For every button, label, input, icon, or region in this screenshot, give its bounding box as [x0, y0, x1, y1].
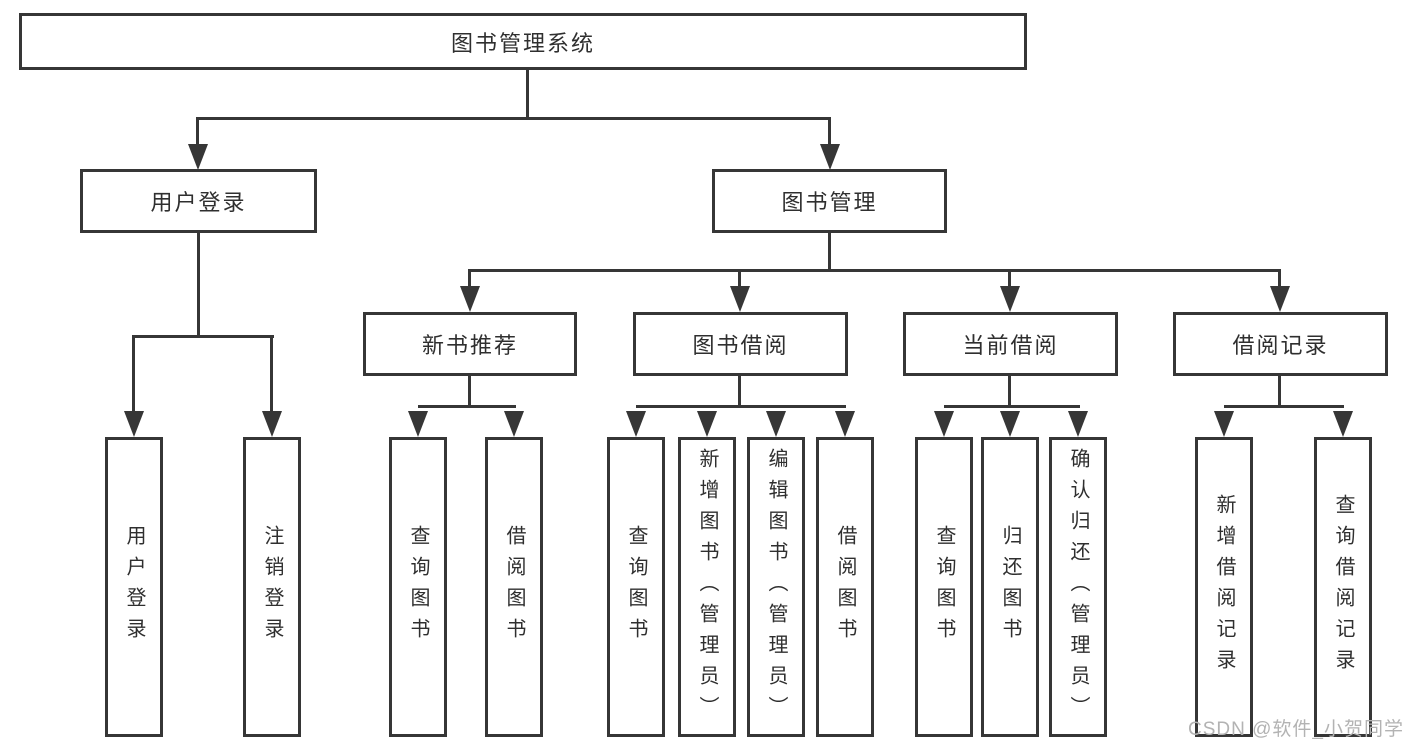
leaf-bb-edit-book-label: 编辑图书（管理员）: [765, 447, 787, 727]
connector-to-current-borrow: [1008, 269, 1011, 287]
leaf-logout: 注销登录: [243, 437, 301, 737]
node-book-mgmt-label: 图书管理: [781, 190, 878, 215]
arrowhead-bb-add: [697, 411, 717, 437]
node-root-label: 图书管理系统: [450, 30, 595, 56]
arrowhead-new-book-rec: [460, 286, 480, 312]
leaf-cb-confirm-return: 确认归还（管理员）: [1049, 437, 1107, 737]
arrowhead-cb-return: [1000, 411, 1020, 437]
arrowhead-leaf-user-login: [124, 411, 144, 437]
leaf-cb-query-book-label: 查询图书: [933, 525, 955, 649]
connector-new-book-rec-stem: [468, 375, 471, 407]
connector-borrow-record-bar: [1224, 405, 1344, 408]
connector-book-mgmt-bar: [470, 269, 1280, 272]
leaf-cb-return-book-label: 归还图书: [999, 525, 1021, 649]
node-borrow-record-label: 借阅记录: [1232, 333, 1329, 358]
connector-user-login-stem: [197, 232, 200, 336]
node-book-mgmt: 图书管理: [712, 169, 947, 233]
leaf-bb-add-book: 新增图书（管理员）: [678, 437, 736, 737]
arrowhead-cb-confirm: [1068, 411, 1088, 437]
leaf-bb-query-book: 查询图书: [607, 437, 665, 737]
connector-current-borrow-stem: [1008, 375, 1011, 407]
connector-borrow-record-stem: [1278, 375, 1281, 407]
leaf-bb-borrow-book-label: 借阅图书: [834, 525, 856, 649]
connector-to-new-book-rec: [468, 269, 471, 287]
arrowhead-br-query: [1333, 411, 1353, 437]
connector-new-book-rec-bar: [418, 405, 516, 408]
node-book-borrow-label: 图书借阅: [692, 333, 789, 358]
leaf-cb-return-book: 归还图书: [981, 437, 1039, 737]
node-borrow-record: 借阅记录: [1173, 312, 1388, 376]
connector-root-to-user-login: [196, 117, 199, 147]
leaf-nbr-borrow-book-label: 借阅图书: [503, 525, 525, 649]
leaf-logout-label: 注销登录: [261, 525, 283, 649]
arrowhead-current-borrow: [1000, 286, 1020, 312]
leaf-nbr-query-book-label: 查询图书: [407, 525, 429, 649]
leaf-nbr-borrow-book: 借阅图书: [485, 437, 543, 737]
node-root: 图书管理系统: [19, 13, 1027, 70]
leaf-user-login: 用户登录: [105, 437, 163, 737]
arrowhead-book-borrow: [730, 286, 750, 312]
arrowhead-nbr-borrow: [504, 411, 524, 437]
connector-current-borrow-bar: [944, 405, 1080, 408]
leaf-br-query-record-label: 查询借阅记录: [1332, 494, 1354, 680]
leaf-br-query-record: 查询借阅记录: [1314, 437, 1372, 737]
arrowhead-bb-query: [626, 411, 646, 437]
node-user-login: 用户登录: [80, 169, 317, 233]
csdn-watermark: CSDN @软件_小贺同学: [1188, 719, 1404, 740]
leaf-br-add-record: 新增借阅记录: [1195, 437, 1253, 737]
connector-to-leaf-user-login: [132, 335, 135, 412]
arrowhead-borrow-record: [1270, 286, 1290, 312]
arrowhead-book-mgmt: [820, 144, 840, 170]
connector-book-borrow-stem: [738, 375, 741, 407]
node-current-borrow-label: 当前借阅: [962, 333, 1059, 358]
leaf-bb-add-book-label: 新增图书（管理员）: [696, 447, 718, 727]
leaf-bb-borrow-book: 借阅图书: [816, 437, 874, 737]
connector-to-book-borrow: [738, 269, 741, 287]
connector-user-login-bar: [133, 335, 274, 338]
arrowhead-nbr-query: [408, 411, 428, 437]
arrowhead-cb-query: [934, 411, 954, 437]
node-book-borrow: 图书借阅: [633, 312, 848, 376]
connector-root-bar: [197, 117, 831, 120]
leaf-bb-query-book-label: 查询图书: [625, 525, 647, 649]
connector-root-to-book-mgmt: [828, 117, 831, 147]
connector-root-stem: [526, 69, 529, 118]
node-current-borrow: 当前借阅: [903, 312, 1118, 376]
node-user-login-label: 用户登录: [150, 190, 247, 215]
connector-book-borrow-bar: [636, 405, 846, 408]
connector-book-mgmt-stem: [828, 232, 831, 271]
leaf-bb-edit-book: 编辑图书（管理员）: [747, 437, 805, 737]
leaf-user-login-label: 用户登录: [123, 525, 145, 649]
connector-to-borrow-record: [1278, 269, 1281, 287]
node-new-book-rec-label: 新书推荐: [421, 333, 518, 358]
arrowhead-user-login: [188, 144, 208, 170]
arrowhead-bb-edit: [766, 411, 786, 437]
leaf-cb-confirm-return-label: 确认归还（管理员）: [1067, 447, 1089, 727]
arrowhead-leaf-logout: [262, 411, 282, 437]
leaf-nbr-query-book: 查询图书: [389, 437, 447, 737]
leaf-cb-query-book: 查询图书: [915, 437, 973, 737]
node-new-book-rec: 新书推荐: [363, 312, 577, 376]
leaf-br-add-record-label: 新增借阅记录: [1213, 494, 1235, 680]
arrowhead-br-add: [1214, 411, 1234, 437]
connector-to-leaf-logout: [270, 335, 273, 412]
arrowhead-bb-borrow: [835, 411, 855, 437]
